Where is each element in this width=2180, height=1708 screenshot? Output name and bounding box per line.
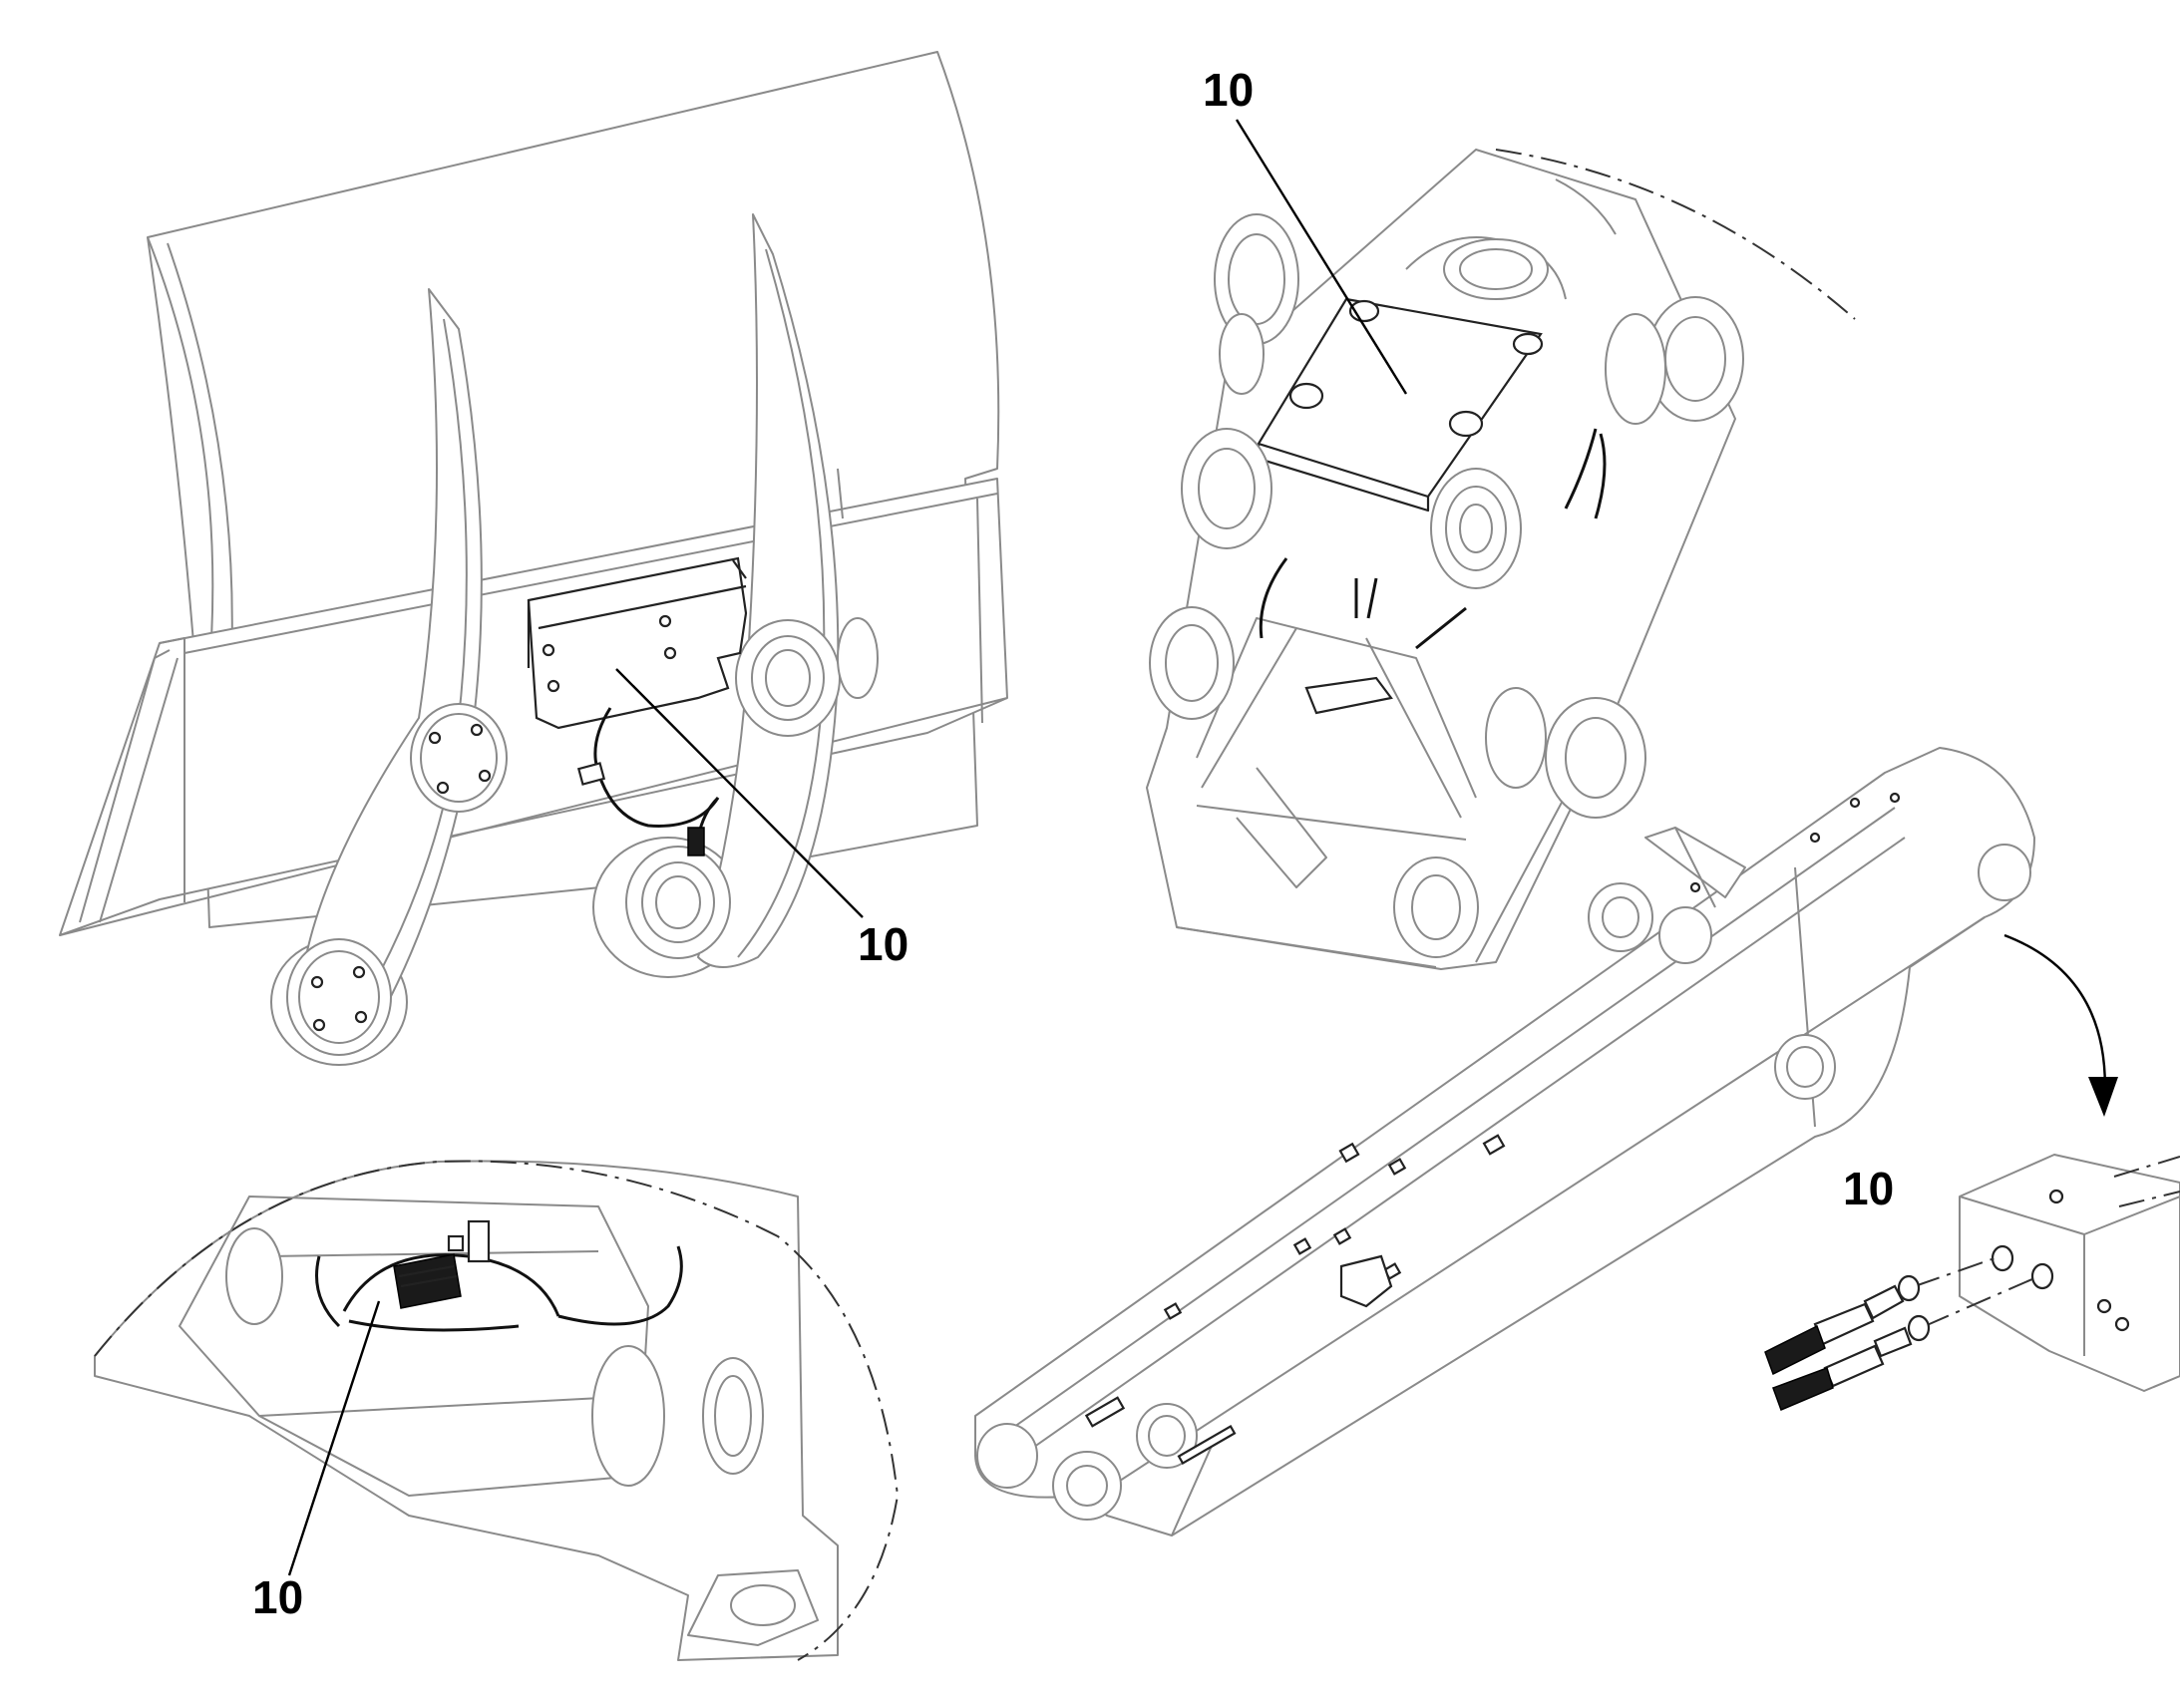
linkage-sensor-cable bbox=[1259, 428, 1607, 650]
arm-details bbox=[1084, 792, 1901, 1465]
bracket-detail-view bbox=[1764, 1154, 2180, 1411]
frame-cutaway-view bbox=[94, 1160, 900, 1661]
bracket-fittings bbox=[1764, 1257, 2035, 1411]
lower-left-pin bbox=[286, 938, 392, 1056]
leader-linkage bbox=[1235, 119, 1408, 395]
bucket-sensor-cable bbox=[576, 707, 720, 856]
leader-bucket bbox=[615, 668, 864, 918]
left-pin bbox=[410, 703, 508, 813]
callout-bracket-sensor: 10 bbox=[1843, 1163, 1894, 1214]
callout-linkage-sensor: 10 bbox=[1203, 64, 1254, 116]
lift-arm-view bbox=[974, 747, 2118, 1537]
leader-frame bbox=[287, 1300, 381, 1576]
bucket-view bbox=[59, 51, 1008, 1066]
callout-frame-sensor: 10 bbox=[252, 1571, 303, 1623]
lower-right-pin bbox=[625, 846, 731, 959]
bucket-sensor-plate bbox=[527, 556, 748, 730]
leader-lines bbox=[287, 119, 1408, 1576]
linkage-sensor-plate bbox=[1257, 297, 1544, 512]
callout-bucket-sensor: 10 bbox=[858, 918, 908, 970]
frame-sensor-module bbox=[315, 1219, 683, 1332]
right-pin bbox=[735, 617, 879, 737]
linkage-view bbox=[1146, 149, 1856, 970]
